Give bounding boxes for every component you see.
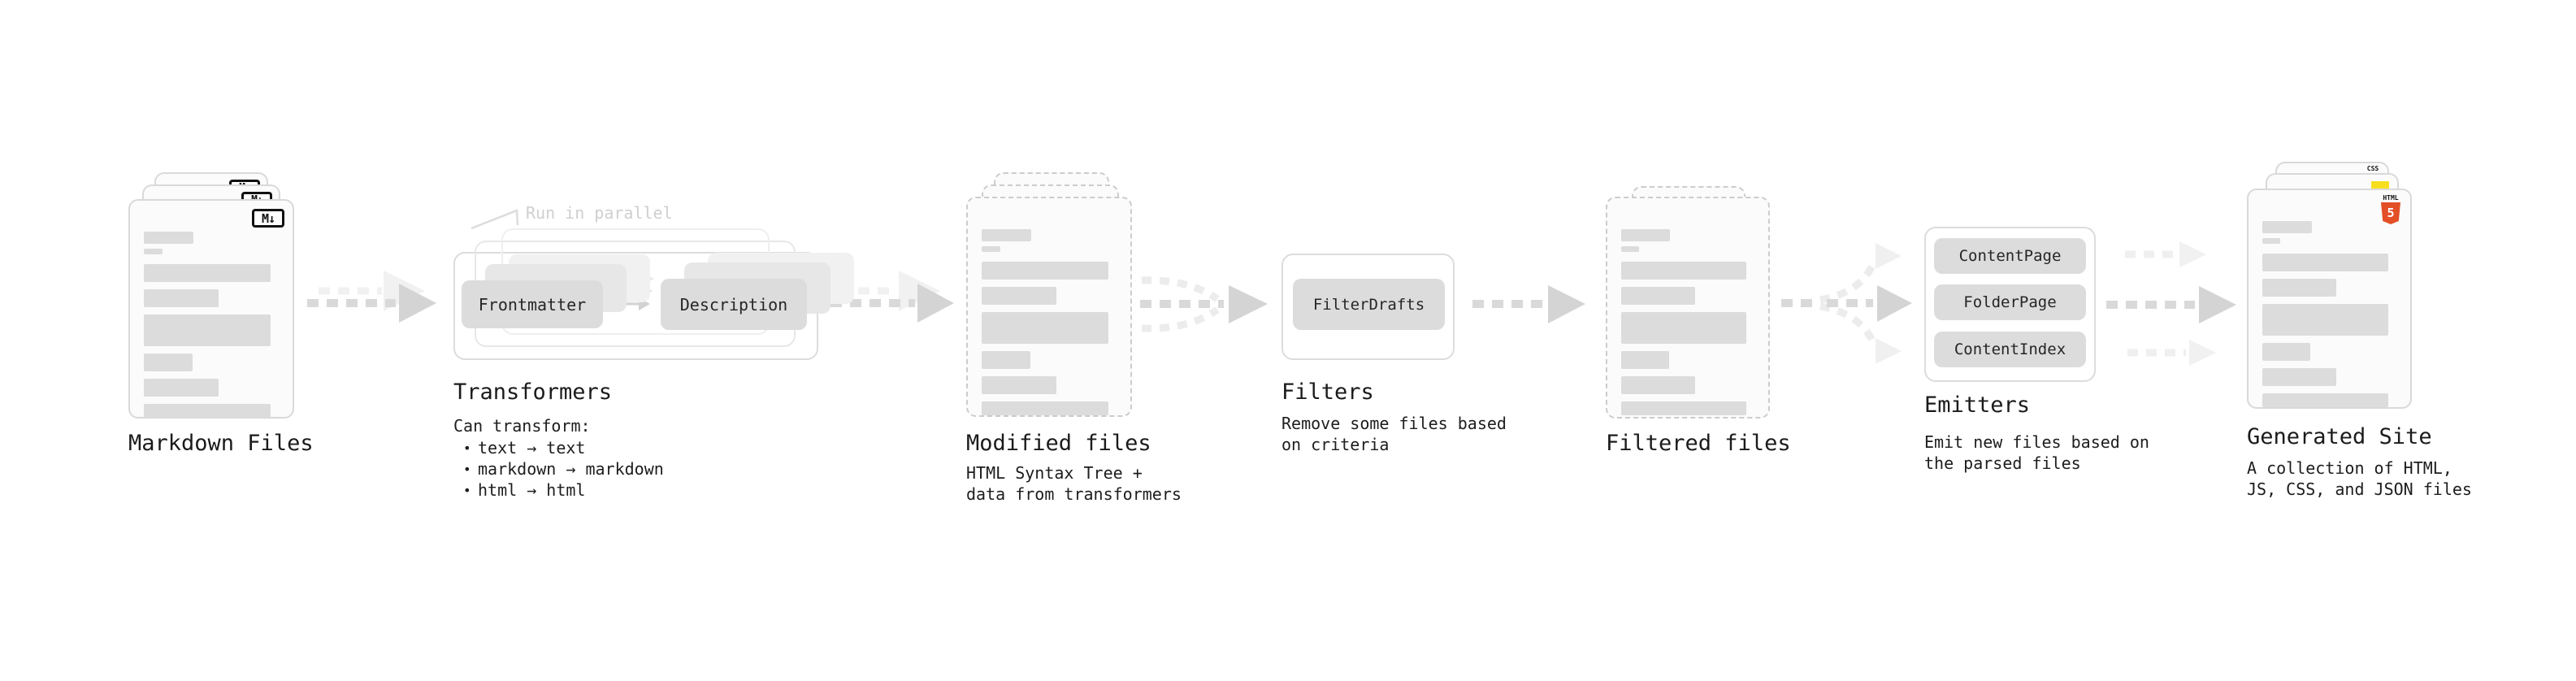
emitters-label: Emitters — [1924, 393, 2031, 418]
arrow-filters-to-filtered — [1472, 285, 1585, 323]
text-line-placeholder — [982, 312, 1109, 344]
filters-subtitle: Remove some files based — [1281, 414, 1507, 433]
contentpage-chip: ContentPage — [1934, 238, 2086, 274]
text-line-placeholder — [2262, 221, 2312, 233]
text-line-placeholder — [144, 289, 219, 307]
text-line-placeholder — [982, 262, 1109, 280]
text-line-placeholder — [982, 401, 1109, 415]
generated-site-subtitle: A collection of HTML, — [2247, 458, 2452, 478]
text-line-placeholder — [2262, 304, 2389, 336]
section-generated-site: CSS HTML 5 Generated Site A collection o… — [2247, 151, 2474, 517]
text-line-placeholder — [144, 232, 194, 244]
contentindex-chip: ContentIndex — [1934, 332, 2086, 367]
emitters-subtitle: Emit new files based on — [1924, 432, 2149, 452]
filters-label: Filters — [1281, 380, 1374, 405]
text-line-placeholder — [144, 354, 193, 371]
filterdrafts-chip: FilterDrafts — [1293, 279, 1445, 330]
document-text-placeholder — [144, 232, 275, 418]
text-line-placeholder — [144, 379, 219, 397]
section-modified-files: Modified files HTML Syntax Tree + data f… — [966, 159, 1182, 517]
text-line-placeholder — [1621, 376, 1695, 394]
bullet-text: html → html — [478, 480, 586, 500]
arrows-emitters-to-generated — [2106, 241, 2236, 366]
bullet-icon: • — [463, 440, 471, 456]
section-emitters: ContentPage FolderPage ContentIndex Emit… — [1924, 227, 2149, 479]
text-line-placeholder — [2262, 238, 2281, 244]
transformers-bullet: • text → text — [463, 438, 585, 458]
text-line-placeholder — [2262, 343, 2311, 361]
text-line-placeholder — [982, 229, 1032, 241]
frontmatter-chip: Frontmatter — [462, 280, 603, 328]
text-line-placeholder — [2262, 393, 2389, 407]
section-filters: FilterDrafts Filters Remove some files b… — [1281, 254, 1507, 473]
text-line-placeholder — [982, 246, 1000, 252]
text-line-placeholder — [1621, 229, 1671, 241]
modified-files-subtitle: data from transformers — [966, 484, 1182, 504]
modified-files-subtitle: HTML Syntax Tree + — [966, 463, 1143, 483]
text-line-placeholder — [982, 376, 1056, 394]
folderpage-chip: FolderPage — [1934, 284, 2086, 320]
html5-icon: HTML 5 — [2381, 194, 2400, 224]
text-line-placeholder — [1621, 312, 1747, 344]
text-line-placeholder — [1621, 351, 1669, 369]
transformers-subtitle: Can transform: — [453, 416, 591, 436]
text-line-placeholder — [982, 351, 1030, 369]
transformers-bullet: • html → html — [463, 480, 585, 500]
bullet-icon: • — [463, 462, 471, 477]
description-chip: Description — [661, 279, 807, 330]
text-line-placeholder — [144, 404, 271, 418]
file-card: M↓ — [128, 199, 294, 419]
text-line-placeholder — [144, 264, 271, 282]
bullet-text: markdown → markdown — [478, 459, 664, 479]
generated-site-subtitle: JS, CSS, and JSON files — [2247, 479, 2472, 499]
modified-files-label: Modified files — [966, 431, 1151, 456]
filters-box — [1281, 254, 1455, 360]
text-line-placeholder — [144, 249, 163, 254]
run-in-parallel-leader-line — [471, 209, 519, 230]
markdown-files-label: Markdown Files — [128, 431, 314, 456]
document-text-placeholder — [1621, 229, 1750, 415]
bullet-text: text → text — [478, 438, 586, 458]
arrow-modified-to-filters — [1140, 276, 1268, 332]
text-line-placeholder — [2262, 254, 2389, 271]
generated-site-label: Generated Site — [2247, 424, 2432, 449]
document-text-placeholder — [982, 229, 1112, 415]
text-line-placeholder — [1621, 246, 1640, 252]
transformers-bullet: • markdown → markdown — [463, 459, 664, 479]
text-line-placeholder — [1621, 401, 1747, 415]
file-card: HTML 5 — [2247, 189, 2412, 409]
arrow-markdown-to-transformers — [307, 271, 436, 323]
text-line-placeholder — [1621, 287, 1695, 305]
text-line-placeholder — [144, 314, 271, 346]
emitters-box — [1924, 227, 2096, 382]
section-markdown-files: M↓ M↓ M↓ Markdown Files — [128, 159, 340, 517]
filtered-files-label: Filtered files — [1606, 431, 1791, 456]
text-line-placeholder — [1621, 262, 1747, 280]
text-line-placeholder — [982, 287, 1056, 305]
document-text-placeholder — [2262, 221, 2392, 407]
file-card — [966, 197, 1132, 417]
transformers-label: Transformers — [453, 380, 613, 405]
run-in-parallel-annotation: Run in parallel — [526, 203, 673, 223]
text-line-placeholder — [2262, 368, 2337, 386]
filters-subtitle: on criteria — [1281, 435, 1390, 454]
section-transformers: Run in parallel Frontmatter Description … — [453, 203, 854, 528]
emitters-subtitle: the parsed files — [1924, 453, 2081, 473]
file-card — [1606, 197, 1770, 419]
text-line-placeholder — [2262, 279, 2337, 297]
section-filtered-files: Filtered files — [1606, 159, 1801, 517]
bullet-icon: • — [463, 483, 471, 498]
arrow-filtered-to-emitters — [1781, 243, 1912, 364]
markdown-icon: M↓ — [252, 209, 284, 228]
